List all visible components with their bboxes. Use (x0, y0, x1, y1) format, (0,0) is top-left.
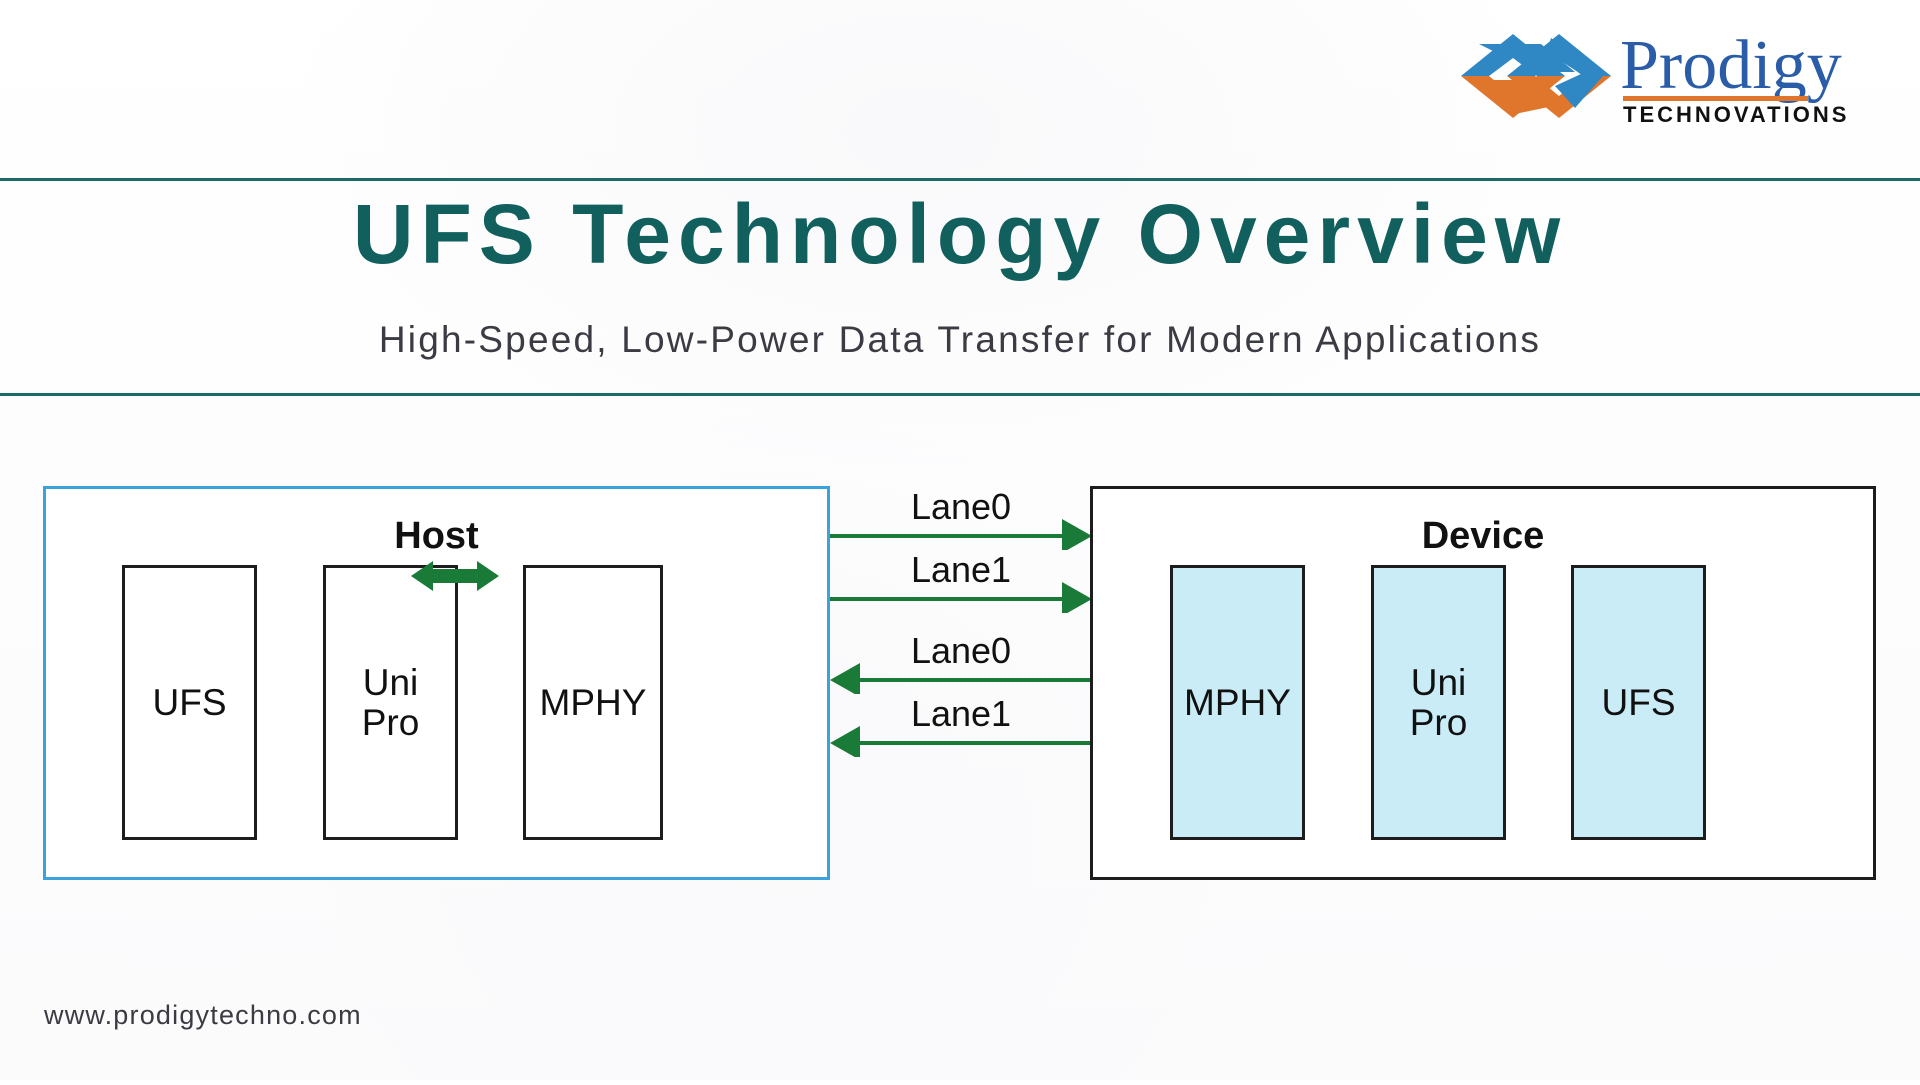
footer-website: www.prodigytechno.com (44, 1000, 362, 1030)
device-panel-title: Device (1421, 515, 1545, 557)
device-panel: Device MPHY Uni Pro UFS (1090, 486, 1876, 880)
device-unipro-line1: Uni (1410, 661, 1467, 703)
device-block-mphy: MPHY (1170, 565, 1305, 840)
host-panel: Host UFS Uni Pro MPHY (43, 486, 830, 880)
device-block-ufs-label: UFS (1601, 681, 1676, 723)
host-block-unipro-label: Uni Pro (361, 661, 420, 743)
lane-arrow-rx-lane1: Lane1 (830, 693, 1092, 757)
unipro-mphy-bidirectional-arrow-icon (411, 556, 499, 596)
host-block-ufs: UFS (122, 565, 257, 840)
host-block-unipro: Uni Pro (323, 565, 458, 840)
lane-arrow-tx-lane1: Lane1 (830, 549, 1092, 613)
device-block-unipro: Uni Pro (1371, 565, 1506, 840)
host-panel-title: Host (394, 515, 479, 557)
host-unipro-line1: Uni (362, 661, 419, 703)
host-block-ufs-label: UFS (152, 681, 227, 723)
host-block-mphy: MPHY (523, 565, 663, 840)
lane-arrow-rx-lane0: Lane0 (830, 630, 1092, 694)
device-block-mphy-label: MPHY (1184, 681, 1291, 723)
lane-arrow-tx-lane0: Lane0 (830, 486, 1092, 550)
device-block-unipro-label: Uni Pro (1409, 661, 1468, 743)
device-unipro-line2: Pro (1409, 701, 1468, 743)
host-block-mphy-label: MPHY (539, 681, 647, 723)
device-block-ufs: UFS (1571, 565, 1706, 840)
host-unipro-line2: Pro (361, 701, 420, 743)
